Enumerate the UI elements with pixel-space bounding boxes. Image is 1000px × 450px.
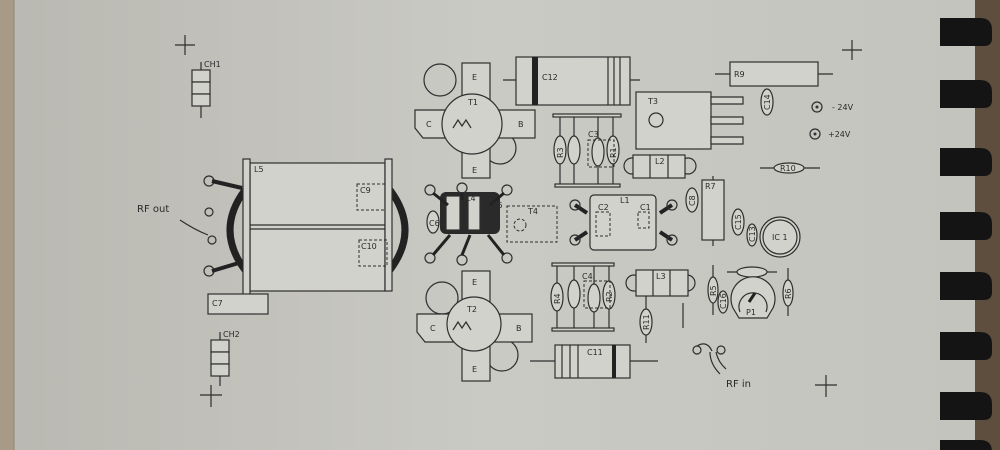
l5-label: L5 bbox=[254, 165, 264, 174]
t2-base-label: B bbox=[516, 324, 522, 333]
capacitor-c11: C11 bbox=[530, 344, 658, 379]
c11-label: C11 bbox=[587, 348, 603, 357]
t1-collector-label: C bbox=[426, 120, 432, 129]
resistor-block-upper: C3 R3 R1 bbox=[552, 113, 622, 188]
binding-ring bbox=[940, 272, 992, 300]
l4-label: L4 bbox=[466, 194, 476, 203]
resistor-r10: R10 bbox=[760, 162, 820, 174]
resistor-block-lower: C4 R4 R2 bbox=[550, 262, 616, 332]
c4-label: C4 bbox=[582, 272, 593, 281]
binding-ring bbox=[940, 392, 992, 420]
t4-label: T4 bbox=[527, 207, 538, 216]
t3-label: T3 bbox=[647, 97, 658, 106]
t1-base-label: B bbox=[518, 120, 524, 129]
choke-ch1: CH1 bbox=[191, 60, 221, 118]
capacitor-c7 bbox=[207, 293, 269, 315]
t2-label: T2 bbox=[466, 305, 477, 314]
r3-label: R3 bbox=[556, 147, 565, 158]
r11-label: R11 bbox=[642, 314, 651, 330]
ch2-label: CH2 bbox=[223, 330, 240, 339]
r4-label: R4 bbox=[553, 293, 562, 304]
resistor-r9: R9 bbox=[715, 61, 833, 87]
binding-ring bbox=[940, 80, 992, 108]
c6-label: C6 bbox=[429, 219, 440, 228]
c1-label: C1 bbox=[640, 203, 651, 212]
c5-label: C5 bbox=[492, 201, 503, 210]
t2-emitter-label: E bbox=[472, 278, 477, 287]
c3-label: C3 bbox=[588, 130, 599, 139]
t2-collector-label: C bbox=[430, 324, 436, 333]
binding-ring bbox=[940, 148, 992, 176]
inductor-l1: L1 C2 C1 bbox=[569, 194, 678, 251]
minus-24v-label: - 24V bbox=[832, 103, 854, 112]
r1-label: R1 bbox=[609, 147, 618, 158]
binding-ring bbox=[940, 212, 992, 240]
c2-label: C2 bbox=[598, 203, 609, 212]
ic1: IC 1 bbox=[759, 216, 801, 258]
r2-label: R2 bbox=[605, 291, 614, 302]
binding-ring bbox=[940, 440, 992, 450]
c8-label: C8 bbox=[688, 195, 697, 206]
binding-ring bbox=[940, 332, 992, 360]
ch1-label: CH1 bbox=[204, 60, 221, 69]
capacitor-c12: C12 bbox=[503, 56, 640, 106]
rf-in-connector: RF in bbox=[692, 343, 751, 390]
l2-label: L2 bbox=[655, 157, 665, 166]
capacitor-c13 bbox=[746, 223, 758, 247]
l3-label: L3 bbox=[656, 272, 666, 281]
rf-out-label: RF out bbox=[137, 204, 169, 215]
inductor-l3: L3 R11 bbox=[625, 269, 696, 343]
spiral-binding bbox=[940, 0, 1000, 450]
c13-label: C13 bbox=[748, 226, 757, 242]
transformer-l5: L5 C9 C10 C7 RF out bbox=[137, 158, 409, 315]
r7-label: R7 bbox=[705, 182, 716, 191]
c10-label: C10 bbox=[361, 242, 377, 251]
r5-label: R5 bbox=[709, 285, 718, 296]
page-edge bbox=[0, 0, 14, 450]
capacitor-c14 bbox=[760, 88, 774, 116]
ic1-label: IC 1 bbox=[772, 233, 788, 242]
capacitor-c8 bbox=[685, 187, 699, 213]
registration-marks bbox=[175, 35, 862, 407]
c14-label: C14 bbox=[763, 94, 772, 110]
p1-label: P1 bbox=[746, 308, 756, 317]
potentiometer-p1: P1 bbox=[730, 276, 776, 319]
t2-emitter-label: E bbox=[472, 365, 477, 374]
resistor-r7: R7 bbox=[701, 176, 725, 246]
t1-emitter-label: E bbox=[472, 166, 477, 175]
r10-label: R10 bbox=[780, 164, 796, 173]
c7-label: C7 bbox=[212, 299, 223, 308]
r6-label: R6 bbox=[784, 288, 793, 299]
c15-label: C15 bbox=[734, 214, 743, 230]
rf-in-label: RF in bbox=[726, 379, 751, 390]
capacitor-c15 bbox=[731, 208, 745, 236]
c16-label: C16 bbox=[719, 293, 728, 309]
binding-ring bbox=[940, 18, 992, 46]
transistor-t2: E E C B T2 bbox=[416, 270, 533, 382]
transformer-l4: L4 C5 C6 T4 bbox=[424, 182, 558, 266]
r9-label: R9 bbox=[734, 70, 745, 79]
choke-ch2: CH2 bbox=[210, 330, 240, 386]
power-terminals: - 24V +24V bbox=[809, 101, 854, 140]
inductor-l2: L2 bbox=[623, 154, 697, 179]
c9-label: C9 bbox=[360, 186, 371, 195]
t1-label: T1 bbox=[467, 98, 478, 107]
c12-label: C12 bbox=[542, 73, 558, 82]
transistor-t1: E E C B T1 bbox=[414, 62, 536, 179]
transistor-t3: T3 bbox=[635, 91, 744, 150]
t1-emitter-label: E bbox=[472, 73, 477, 82]
l1-label: L1 bbox=[620, 196, 630, 205]
plus-24v-label: +24V bbox=[828, 130, 851, 139]
